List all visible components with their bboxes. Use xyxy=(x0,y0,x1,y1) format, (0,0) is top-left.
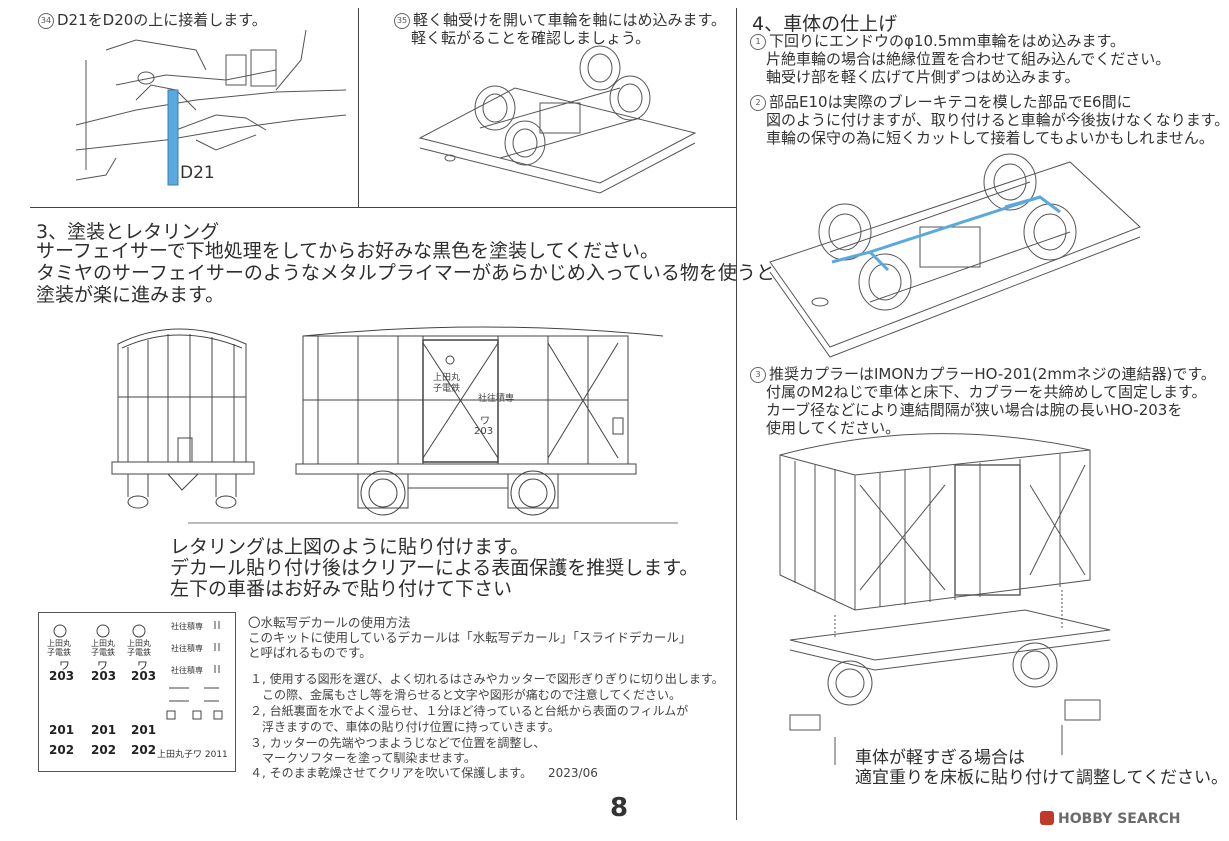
car-side-kana: ワ xyxy=(480,416,490,427)
car-side-code: 社往積専 xyxy=(478,394,515,404)
section3-line-2: タミヤのサーフェイサーのようなメタルプライマーがあらかじめ入っている物を使うと xyxy=(36,262,775,284)
decal-203-2: 203 xyxy=(91,669,117,683)
decal-202-3: 202 xyxy=(131,743,157,757)
decal-usage-intro-1: このキットに使用しているデカールは「水転写デカール」「スライドデカール」 xyxy=(248,630,692,645)
car-side-number: 203 xyxy=(474,426,494,437)
decal-usage-intro-2: と呼ばれるものです。 xyxy=(248,645,372,660)
section4-item3-line3: カーブ径などにより連結間隔が狭い場合は腕の長いHO-203を xyxy=(766,401,1183,419)
decal-code-1: 社往積専 xyxy=(171,622,203,631)
d21-part-highlight xyxy=(167,89,179,186)
section3-line-3: 塗装が楽に進みます。 xyxy=(36,284,225,306)
decal-step-2b: 浮きますので、車体の貼り付け位置に持っていきます。 xyxy=(262,720,560,734)
decal-kana-2: ワ xyxy=(97,659,108,672)
section4-item1-line2: 片絶車輪の場合は絶縁位置を合わせて組み込んでください。 xyxy=(766,50,1171,68)
horizontal-divider xyxy=(30,207,737,208)
step34-illustration xyxy=(75,29,347,186)
decal-step-3a: ３, カッターの先端やつまようじなどで位置を調整し、 xyxy=(250,736,546,750)
weight-note-line1: 車体が軽すぎる場合は xyxy=(855,748,1025,768)
decal-201-1: 201 xyxy=(49,723,75,737)
decal-emblems xyxy=(53,621,223,720)
d21-label: D21 xyxy=(180,163,215,183)
lettering-line-3: 左下の車番はお好みで貼り付けて下さい xyxy=(170,578,513,600)
car-side-company-mark: 上田丸子電鉄 xyxy=(433,373,461,394)
decal-company-2: 上田丸子電鉄 xyxy=(91,639,115,657)
decal-bottom-label: 上田丸子ワ 2011 xyxy=(157,750,228,760)
decal-step-1b: この際、金属もさし等を滑らせると文字や図形が痛むので注意してください。 xyxy=(262,688,682,702)
decal-date: 2023/06 xyxy=(548,766,598,780)
watermark: HOBBY SEARCH xyxy=(1040,811,1180,827)
watermark-logo-icon xyxy=(1040,811,1054,825)
decal-company-3: 上田丸子電鉄 xyxy=(127,639,151,657)
decal-usage-title: 〇水転写デカールの使用方法 xyxy=(248,615,411,630)
section3-line-1: サーフェイサーで下地処理をしてからお好みな黒色を塗装してください。 xyxy=(36,240,660,262)
section4-heading: 4、車体の仕上げ xyxy=(752,13,898,35)
weight-note-line2: 適宜重りを床板に貼り付けて調整してください。 xyxy=(855,768,1228,788)
decal-203-1: 203 xyxy=(49,669,75,683)
section4-item1-line3: 軸受け部を軽く広げて片側ずつはめ込みます。 xyxy=(766,68,1080,86)
section4-item3-line2: 付属のM2ねじで車体と床下、カプラーを共締めして固定します。 xyxy=(766,383,1207,401)
item1-number: 1 xyxy=(750,34,766,50)
step34-number: 34 xyxy=(38,13,54,29)
car-end-view xyxy=(111,328,255,509)
section3-heading: 3、塗装とレタリング xyxy=(36,221,220,243)
car-side-view xyxy=(188,326,678,524)
lettering-line-2: デカール貼り付け後はクリアーによる表面保護を推奨します。 xyxy=(170,557,699,579)
decal-company-1: 上田丸子電鉄 xyxy=(47,639,71,657)
lettering-line-1: レタリングは上図のように貼り付けます。 xyxy=(170,536,530,558)
decal-step-1a: １, 使用する図形を選び、よく切れるはさみやカッターで図形ぎりぎりに切り出します… xyxy=(250,672,724,686)
brake-lever-highlight xyxy=(831,195,1061,272)
decal-code-2: 社往積専 xyxy=(171,644,203,653)
decal-201-2: 201 xyxy=(91,723,117,737)
decal-step-4: ４, そのまま乾燥させてクリアを吹いて保護します。 xyxy=(250,766,533,780)
decal-sheet: 上田丸子電鉄 上田丸子電鉄 上田丸子電鉄 社往積専 社往積専 社往積専 ワ ワ … xyxy=(38,612,236,772)
decal-203-3: 203 xyxy=(131,669,157,683)
decal-202-2: 202 xyxy=(91,743,117,757)
section4-item2-line3: 車輪の保守の為に短くカットして接着してもよいかもしれません。 xyxy=(766,129,1214,147)
decal-code-3: 社往積専 xyxy=(171,666,203,675)
coupler-exploded-view xyxy=(779,433,1111,765)
decal-step-2a: ２, 台紙裏面を水でよく湿らせ、１分ほど待っていると台紙から表面のフィルムが xyxy=(250,704,689,718)
step35-text-line2: 軽く転がることを確認しましょう。 xyxy=(411,29,651,47)
decal-kana-1: ワ xyxy=(59,659,70,672)
item2-number: 2 xyxy=(750,95,766,111)
step35-number: 35 xyxy=(394,13,410,29)
step-divider xyxy=(358,8,359,208)
decal-202-1: 202 xyxy=(49,743,75,757)
decal-kana-3: ワ xyxy=(137,659,148,672)
vertical-divider xyxy=(736,8,737,820)
item3-number: 3 xyxy=(750,367,766,383)
decal-201-3: 201 xyxy=(131,723,157,737)
page-number: 8 xyxy=(610,793,629,823)
decal-step-3b: マークソフターを塗って馴染ませます。 xyxy=(262,751,476,765)
section4-item3-line4: 使用してください。 xyxy=(766,419,901,437)
step35-illustration xyxy=(418,45,697,194)
section4-item2-line2: 図のように付けますが、取り付けると車輪が今後抜けなくなります。 xyxy=(766,111,1229,129)
underframe-illustration xyxy=(769,153,1141,358)
